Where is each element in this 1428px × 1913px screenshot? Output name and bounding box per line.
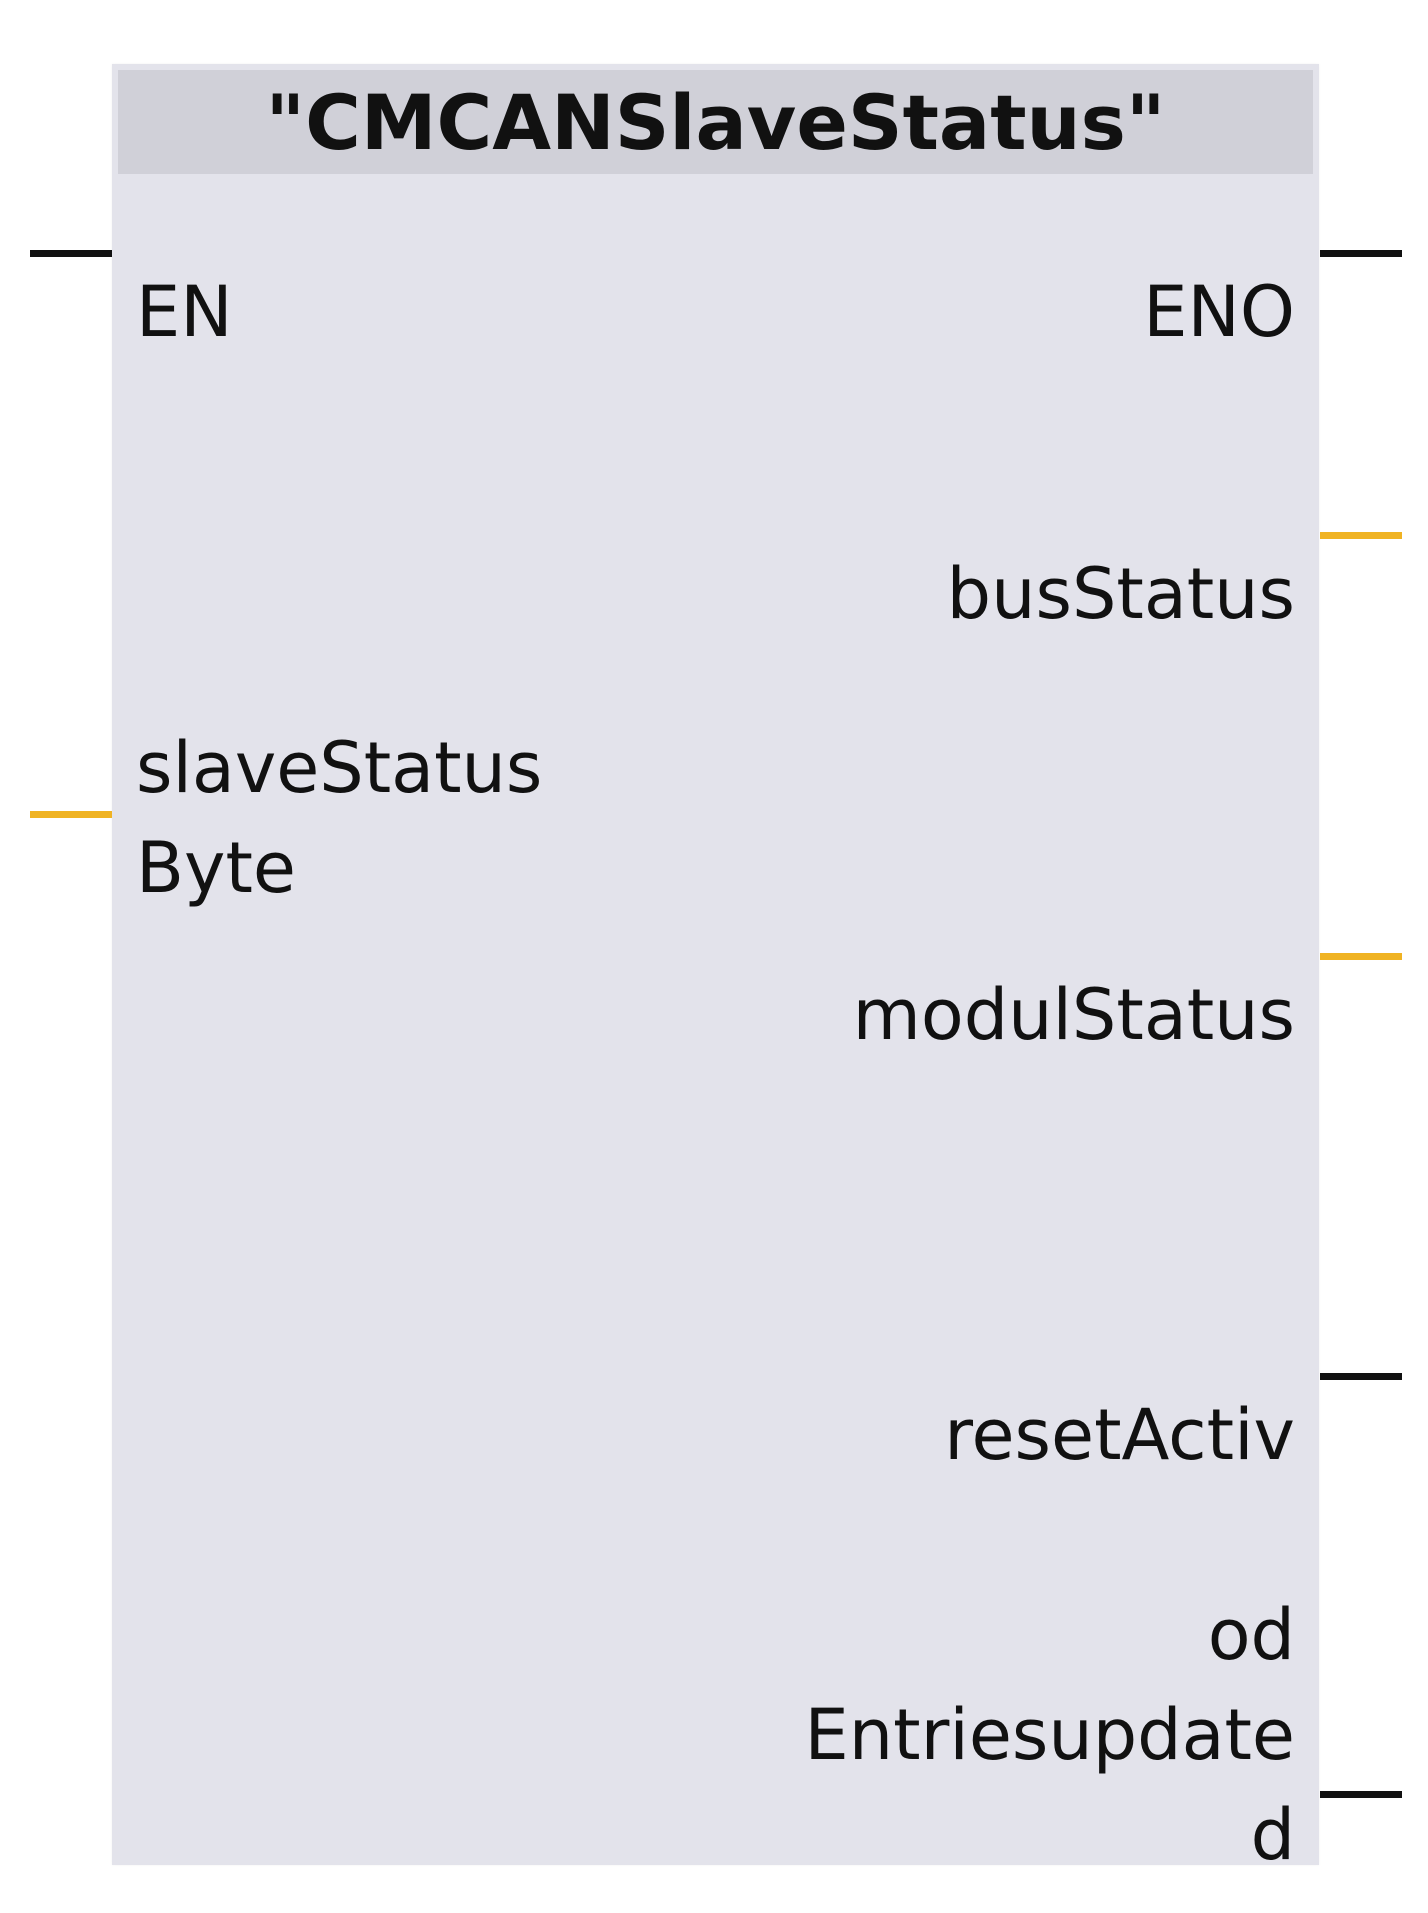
function-block[interactable]: "CMCANSlaveStatus" EN slaveStatus Byte E… bbox=[112, 64, 1319, 1876]
output-pin-modulstatus-label: modulStatus bbox=[853, 965, 1295, 1065]
input-pin-slavestatusbyte-label: slaveStatus Byte bbox=[136, 718, 542, 918]
label-line: Entriesupdate bbox=[804, 1694, 1295, 1776]
block-title: "CMCANSlaveStatus" bbox=[118, 70, 1313, 174]
label-line: resetActiv bbox=[944, 1394, 1295, 1476]
label-line: modulStatus bbox=[852, 974, 1295, 1056]
output-pin-odentriesupdated-label: od Entriesupdate d bbox=[805, 1585, 1295, 1885]
label-line: EN bbox=[136, 271, 233, 353]
output-connector-busstatus[interactable] bbox=[1320, 532, 1402, 539]
output-connector-resetactiv[interactable] bbox=[1320, 1373, 1402, 1380]
label-line: d bbox=[1250, 1794, 1295, 1876]
label-line: ENO bbox=[1143, 271, 1295, 353]
label-line: busStatus bbox=[946, 553, 1295, 635]
label-line: Byte bbox=[136, 827, 296, 909]
output-connector-odentriesupdated[interactable] bbox=[1320, 1791, 1402, 1798]
label-line: od bbox=[1207, 1594, 1295, 1676]
label-line: slaveStatus bbox=[136, 727, 543, 809]
output-pin-eno-label: ENO bbox=[1143, 262, 1295, 362]
output-pin-resetactiv-label: resetActiv bbox=[944, 1385, 1295, 1485]
input-pin-en-label: EN bbox=[136, 262, 233, 362]
output-connector-eno[interactable] bbox=[1320, 250, 1402, 257]
output-pin-busstatus-label: busStatus bbox=[947, 544, 1295, 644]
input-connector-slavestatusbyte[interactable] bbox=[30, 811, 112, 818]
output-connector-modulstatus[interactable] bbox=[1320, 953, 1402, 960]
input-connector-en[interactable] bbox=[30, 250, 112, 257]
